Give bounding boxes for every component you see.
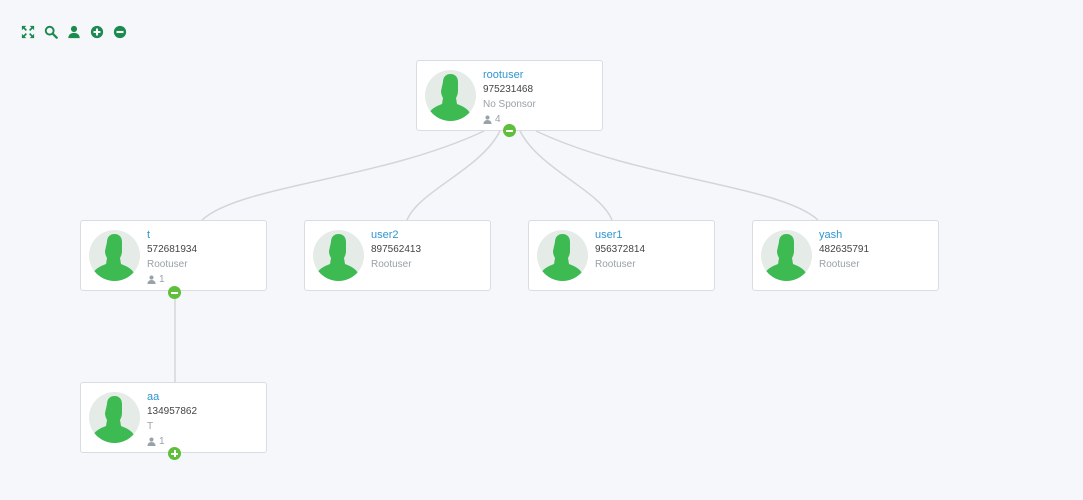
tree-node-rootuser[interactable]: rootuser 975231468 No Sponsor 4: [416, 60, 603, 131]
node-id: 572681934: [147, 244, 198, 255]
avatar: [313, 230, 364, 281]
tree-node-yash[interactable]: yash 482635791 Rootuser: [752, 220, 939, 291]
avatar: [537, 230, 588, 281]
minus-icon: [171, 291, 178, 294]
user-icon: [67, 25, 80, 38]
tree-node-aa[interactable]: aa 134957862 T 1: [80, 382, 267, 453]
node-sponsor: T: [147, 421, 154, 432]
node-sponsor: No Sponsor: [483, 99, 536, 110]
node-id: 975231468: [483, 84, 534, 95]
node-downline-count: 1: [147, 434, 197, 449]
user-silhouette-icon: [89, 230, 140, 281]
avatar: [89, 392, 140, 443]
tree-node-user2[interactable]: user2 897562413 Rootuser: [304, 220, 491, 291]
user-button[interactable]: [66, 24, 81, 39]
node-name[interactable]: rootuser: [483, 69, 524, 81]
node-name[interactable]: user2: [371, 229, 399, 241]
user-silhouette-icon: [89, 392, 140, 443]
node-sponsor: Rootuser: [595, 259, 636, 270]
collapse-toggle-t[interactable]: [168, 286, 181, 299]
user-silhouette-icon: [425, 70, 476, 121]
user-count-icon: [147, 437, 156, 446]
expand-toggle-aa[interactable]: [168, 447, 181, 460]
node-name[interactable]: t: [147, 229, 151, 241]
user-silhouette-icon: [537, 230, 588, 281]
link-root-user2: [406, 130, 501, 221]
avatar: [761, 230, 812, 281]
node-sponsor: Rootuser: [371, 259, 412, 270]
minus-icon: [506, 129, 513, 132]
fullscreen-button[interactable]: [20, 24, 35, 39]
node-downline-count: 1: [147, 272, 197, 287]
search-button[interactable]: [43, 24, 58, 39]
node-sponsor: Rootuser: [147, 259, 188, 270]
expand-icon: [21, 25, 34, 38]
avatar: [89, 230, 140, 281]
node-id: 956372814: [595, 244, 646, 255]
tree-node-user1[interactable]: user1 956372814 Rootuser: [528, 220, 715, 291]
user-count-icon: [483, 115, 492, 124]
zoom-in-button[interactable]: [89, 24, 104, 39]
node-name[interactable]: yash: [819, 229, 843, 241]
zoom-in-icon: [90, 25, 103, 38]
avatar: [425, 70, 476, 121]
user-silhouette-icon: [761, 230, 812, 281]
link-root-t: [201, 130, 485, 221]
node-name[interactable]: aa: [147, 391, 160, 403]
toolbar: [20, 24, 127, 39]
link-root-yash: [535, 130, 819, 221]
node-downline-count: 4: [483, 112, 536, 127]
zoom-out-icon: [113, 25, 126, 38]
node-id: 134957862: [147, 406, 198, 417]
link-root-user1: [519, 130, 613, 221]
collapse-toggle-rootuser[interactable]: [503, 124, 516, 137]
tree-node-t[interactable]: t 572681934 Rootuser 1: [80, 220, 267, 291]
zoom-out-button[interactable]: [112, 24, 127, 39]
node-name[interactable]: user1: [595, 229, 623, 241]
node-id: 482635791: [819, 244, 870, 255]
node-id: 897562413: [371, 244, 422, 255]
search-icon: [44, 25, 58, 39]
user-count-icon: [147, 275, 156, 284]
user-silhouette-icon: [313, 230, 364, 281]
node-sponsor: Rootuser: [819, 259, 860, 270]
